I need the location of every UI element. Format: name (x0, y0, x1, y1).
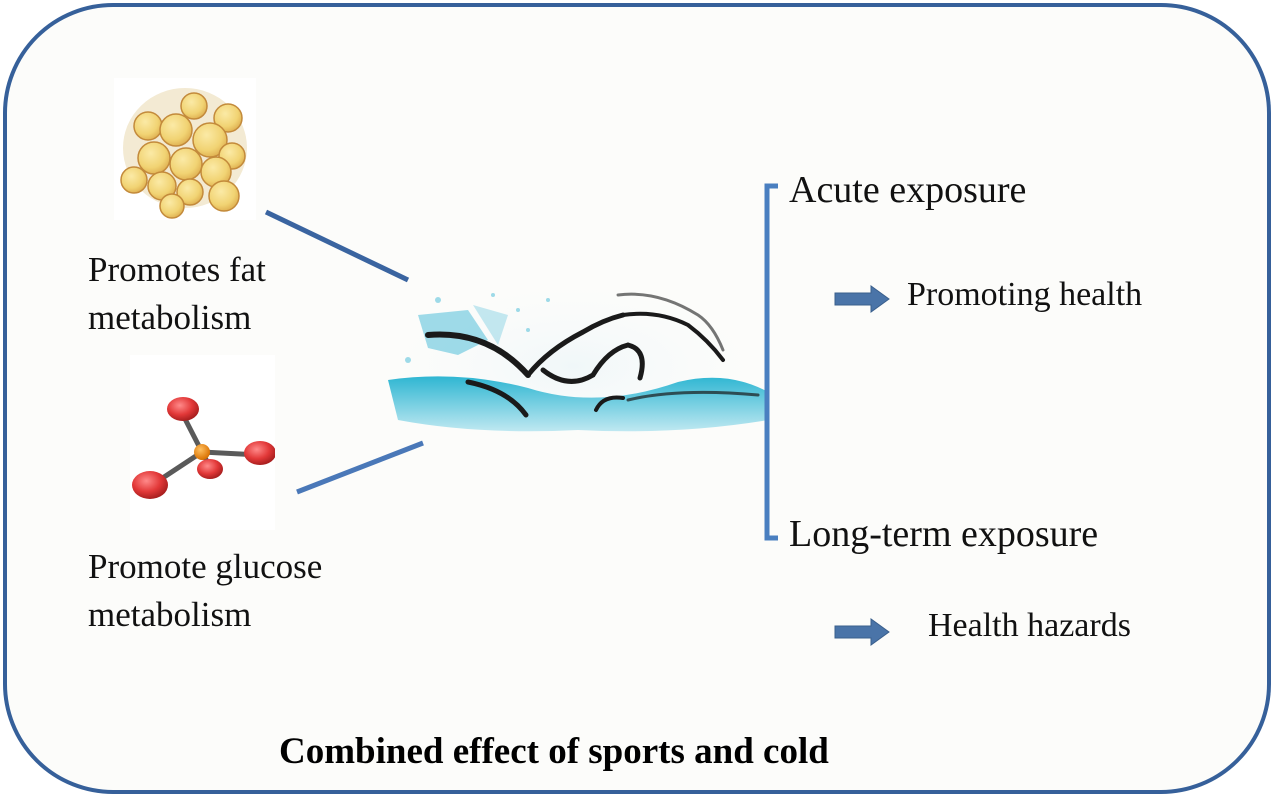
fat-cells-image (114, 78, 256, 220)
promoting-health-label: Promoting health (907, 276, 1143, 313)
glucose-label-line1: Promote glucose (88, 547, 323, 586)
glucose-label-line2: metabolism (88, 595, 252, 634)
right-arrow-icon (834, 285, 890, 313)
diagram-title: Combined effect of sports and cold (279, 731, 829, 772)
fat-label-line2: metabolism (88, 298, 252, 337)
swimmer-icon (378, 270, 768, 445)
glucose-connector-line (296, 440, 424, 495)
fat-label-line1: Promotes fat (88, 250, 266, 289)
swimmer-illustration (378, 270, 768, 445)
molecule-image (130, 355, 275, 530)
right-arrow-icon (834, 618, 890, 646)
long-term-exposure-label: Long-term exposure (789, 513, 1099, 555)
health-hazards-label: Health hazards (928, 607, 1131, 644)
acute-exposure-label: Acute exposure (789, 169, 1027, 211)
fat-cells-icon (120, 88, 247, 219)
fat-connector-line (264, 209, 410, 283)
exposure-bracket (764, 183, 778, 541)
fat-metabolism-label: Promotes fat metabolism (88, 246, 266, 342)
glucose-metabolism-label: Promote glucose metabolism (88, 543, 322, 639)
molecule-icon (132, 397, 275, 499)
